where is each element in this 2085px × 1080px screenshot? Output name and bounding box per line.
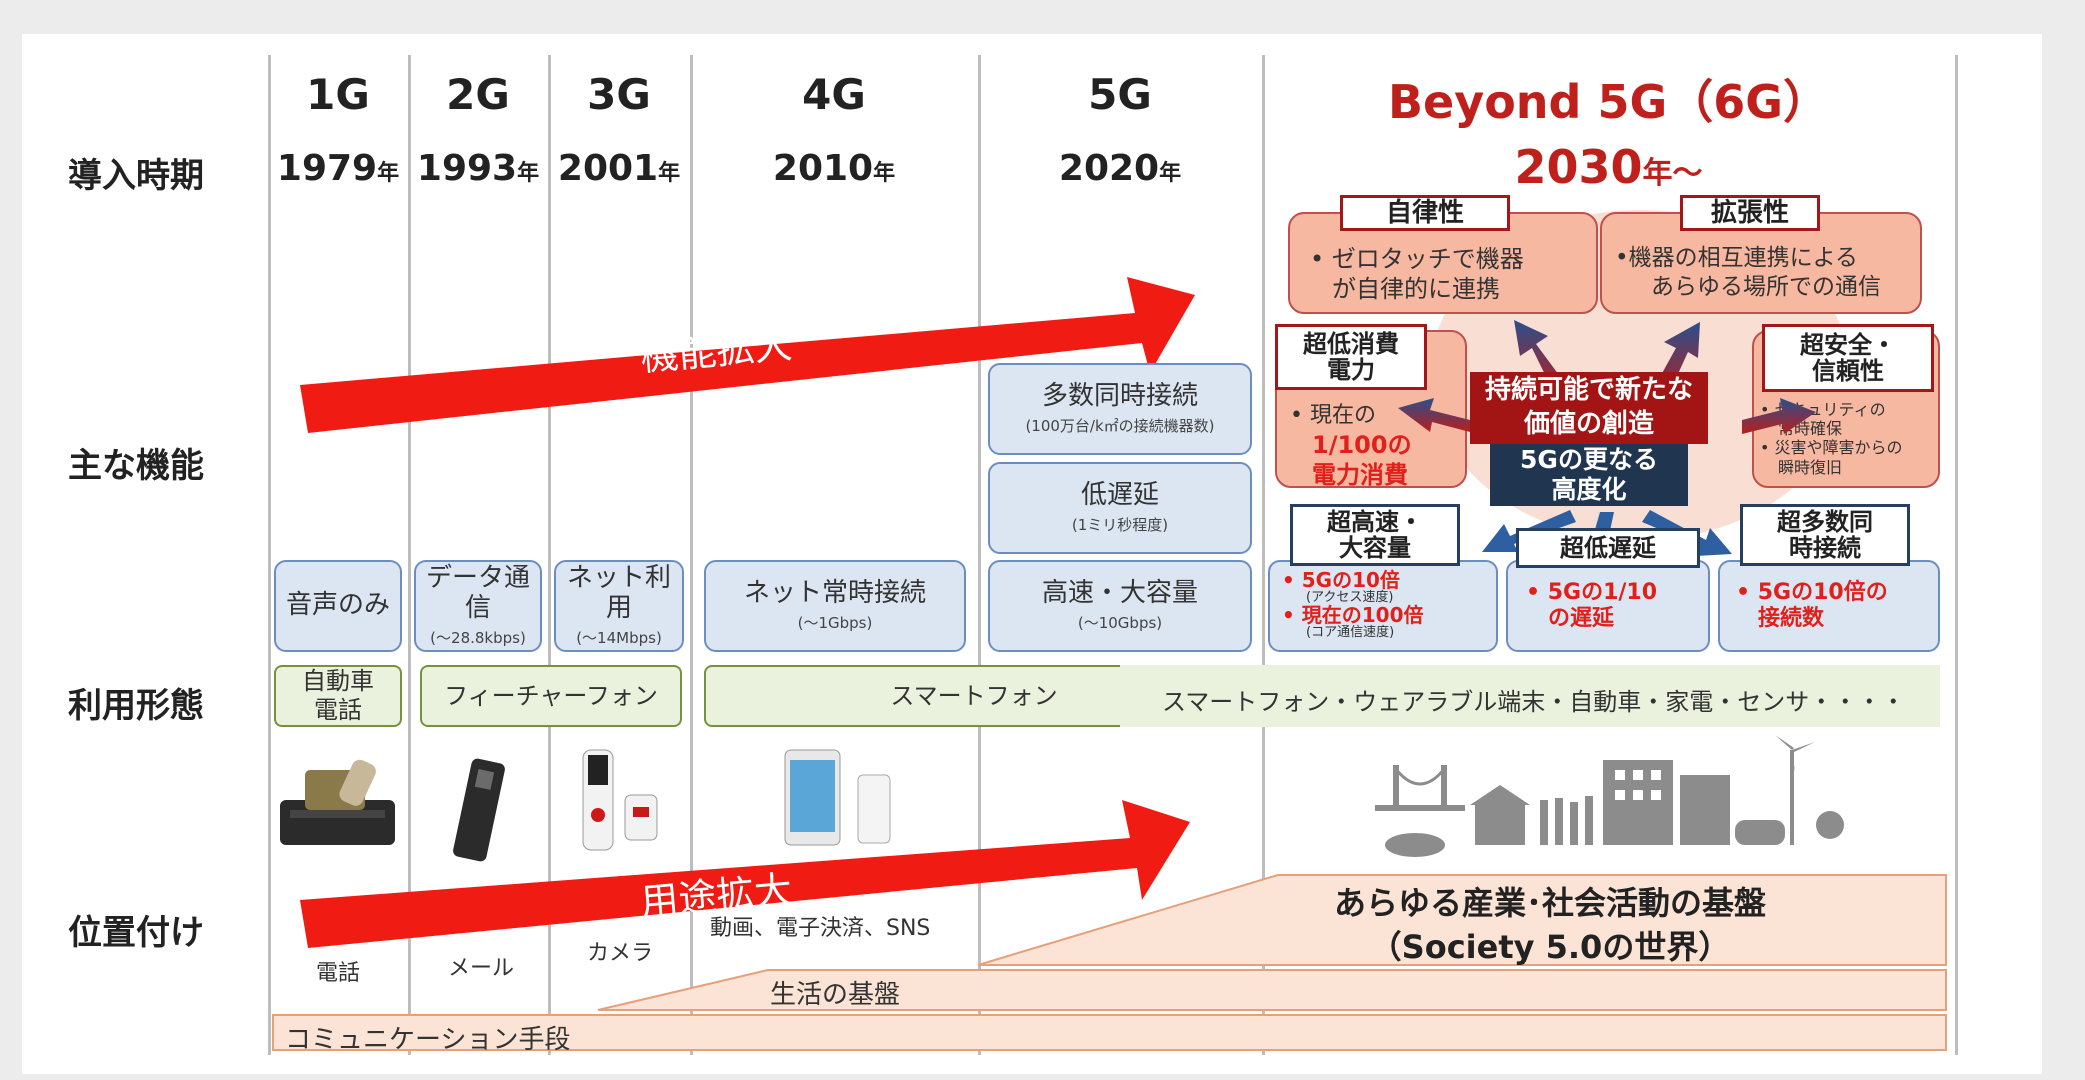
smartphone-image bbox=[784, 749, 891, 846]
row-label-usage-form: 利用形態 bbox=[68, 686, 204, 726]
column-divider bbox=[548, 55, 551, 1055]
year-4g: 2010年 bbox=[772, 148, 896, 189]
column-divider bbox=[978, 55, 981, 1055]
autonomy-title: 自律性 bbox=[1340, 195, 1510, 231]
function-expansion-arrow bbox=[300, 277, 1195, 433]
year-1g: 1979年 bbox=[276, 148, 400, 189]
positioning-steps bbox=[272, 874, 1947, 1051]
massive-connection-title: 超多数同時接続 bbox=[1740, 504, 1910, 566]
security-text: • セキュリティの常時確保 • 災害や障害からの瞬時復旧 bbox=[1760, 400, 1903, 477]
low-power-text: • 現在の 1/100の 電力消費 bbox=[1290, 403, 1412, 489]
generation-3g: 3G bbox=[587, 70, 651, 119]
usage-camera: カメラ bbox=[587, 941, 654, 966]
year-3g: 2001年 bbox=[557, 148, 681, 189]
massive-connection-text: • 5Gの10倍の 接続数 bbox=[1736, 580, 1888, 632]
row-label-positioning: 位置付け bbox=[68, 913, 204, 953]
row-label-intro-period: 導入時期 bbox=[68, 156, 204, 196]
function-internet-use: ネット利用(～14Mbps) bbox=[554, 560, 684, 652]
low-power-title: 超低消費電力 bbox=[1275, 324, 1427, 390]
scalability-title: 拡張性 bbox=[1680, 195, 1820, 231]
column-divider bbox=[690, 55, 693, 1055]
column-divider bbox=[1955, 55, 1958, 1055]
function-voice-only: 音声のみ bbox=[274, 560, 402, 652]
device-beyond-strip bbox=[1120, 665, 1940, 727]
year-beyond-5g: 2030年～ bbox=[1514, 140, 1703, 194]
ultra-speed-box bbox=[1268, 560, 1498, 652]
scalability-text: •機器の相互連携によるあらゆる場所での通信 bbox=[1615, 245, 1881, 300]
year-5g: 2020年 bbox=[1058, 148, 1182, 189]
ultra-speed-text: • 5Gの10倍 (アクセス速度) • 現在の100倍 (コア通信速度) bbox=[1282, 568, 1424, 640]
feature-phone-image bbox=[453, 758, 505, 862]
function-low-latency: 低遅延(1ミリ秒程度) bbox=[988, 462, 1252, 554]
function-data-communication: データ通信(～28.8kbps) bbox=[414, 560, 542, 652]
device-beyond-label: スマートフォン・ウェアラブル端末・自動車・家電・センサ・・・・ bbox=[1162, 688, 1906, 716]
ultra-speed-title: 超高速・大容量 bbox=[1290, 504, 1460, 566]
generation-1g: 1G bbox=[306, 70, 370, 119]
car-phone-image bbox=[280, 759, 395, 845]
year-2g: 1993年 bbox=[416, 148, 540, 189]
generation-5g: 5G bbox=[1088, 70, 1152, 119]
ultra-low-latency-title: 超低遅延 bbox=[1516, 528, 1700, 568]
security-title: 超安全・信頼性 bbox=[1762, 324, 1934, 392]
society-illustration bbox=[1375, 735, 1844, 857]
positioning-life: 生活の基盤 bbox=[770, 980, 901, 1010]
positioning-society-subtitle: （Society 5.0の世界） bbox=[1369, 928, 1731, 966]
row-label-main-function: 主な機能 bbox=[68, 446, 204, 486]
generation-beyond-5g: Beyond 5G（6G） bbox=[1387, 75, 1830, 129]
positioning-society-title: あらゆる産業･社会活動の基盤 bbox=[1333, 884, 1766, 922]
usage-phone: 電話 bbox=[316, 961, 361, 986]
device-car-phone: 自動車電話 bbox=[274, 665, 402, 727]
column-divider bbox=[1262, 55, 1265, 1055]
device-feature-phone: フィーチャーフォン bbox=[420, 665, 682, 727]
camera-phone-image bbox=[582, 749, 658, 851]
generation-2g: 2G bbox=[446, 70, 510, 119]
generation-4g: 4G bbox=[802, 70, 866, 119]
autonomy-text: • ゼロタッチで機器が自律的に連携 bbox=[1310, 245, 1524, 303]
sustainable-value-box: 持続可能で新たな価値の創造 bbox=[1470, 372, 1708, 444]
massive-connection-box bbox=[1718, 560, 1940, 652]
usage-expansion-arrow bbox=[300, 800, 1190, 948]
function-high-speed-capacity: 高速・大容量(～10Gbps) bbox=[988, 560, 1252, 652]
usage-video-payment-sns: 動画、電子決済、SNS bbox=[710, 916, 931, 941]
function-always-on-internet: ネット常時接続(～1Gbps) bbox=[704, 560, 966, 652]
column-divider bbox=[268, 55, 271, 1055]
positioning-communication: コミュニケーション手段 bbox=[285, 1025, 571, 1055]
usage-mail: メール bbox=[448, 956, 515, 981]
5g-advancement-box: 5Gの更なる高度化 bbox=[1490, 444, 1688, 506]
ultra-low-latency-text: • 5Gの1/10 の遅延 bbox=[1526, 580, 1658, 632]
column-divider bbox=[408, 55, 411, 1055]
function-massive-connection: 多数同時接続(100万台/k㎡の接続機器数) bbox=[988, 363, 1252, 455]
